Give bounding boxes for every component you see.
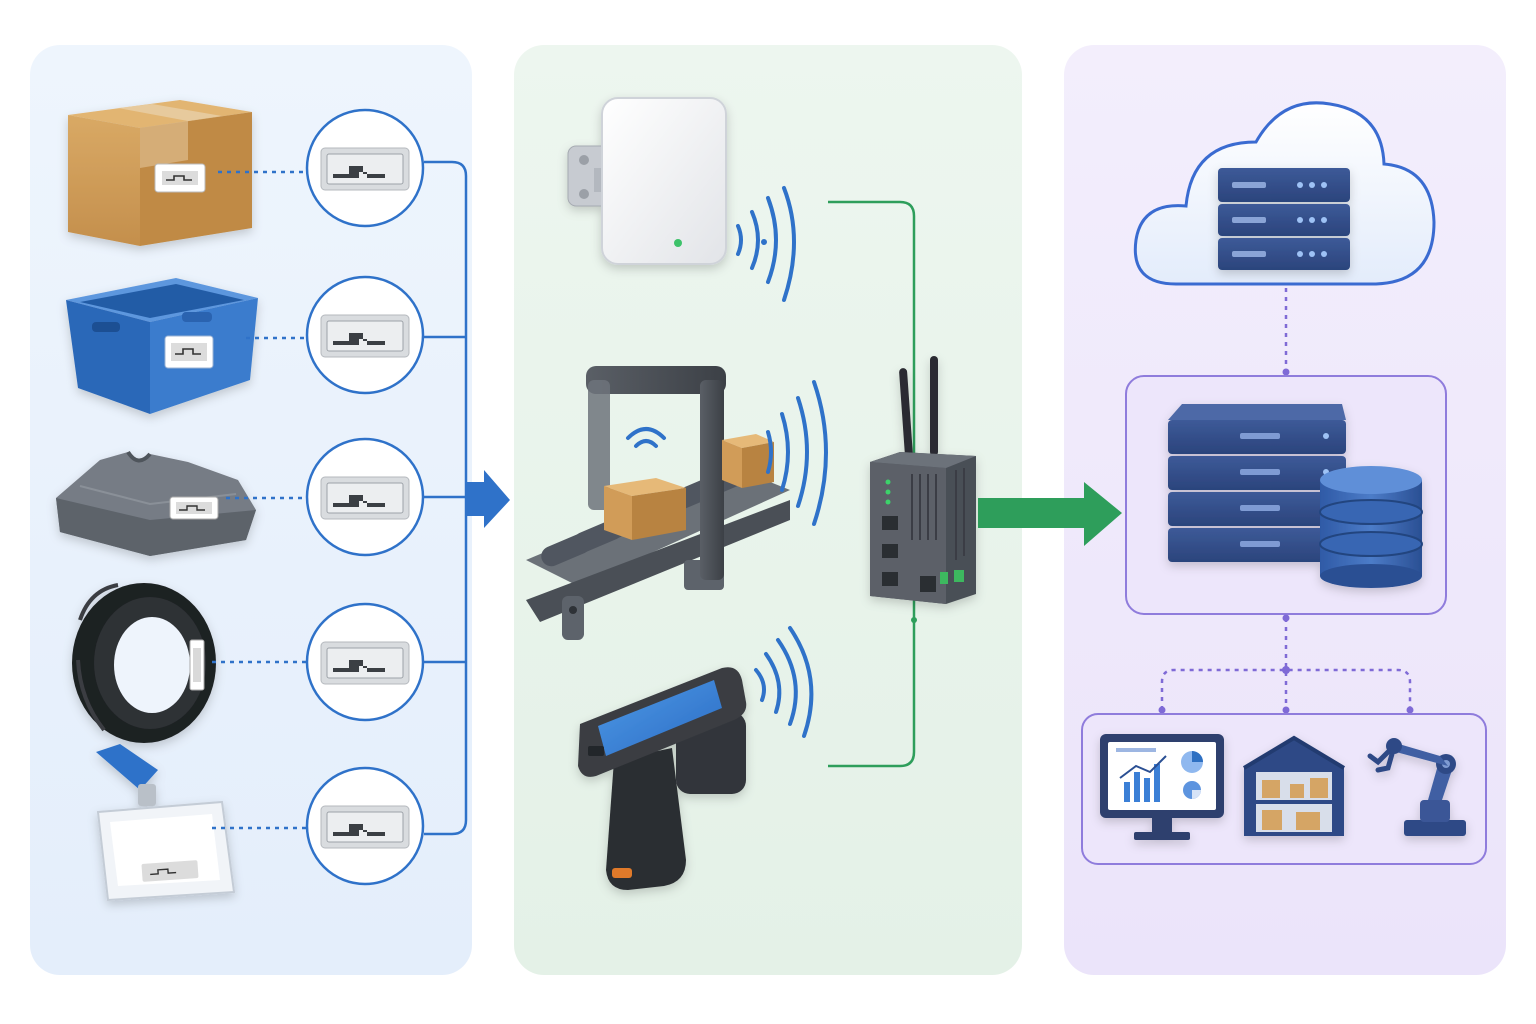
analytics-dashboard-icon [1100,734,1224,840]
cloud-server-icon [1133,101,1436,286]
rfid-inlay-icon [305,437,425,557]
reader-gateway-links [828,200,917,768]
plastic-crate-icon [66,278,258,414]
link-node [1282,368,1290,376]
link-node [1282,614,1290,622]
rfid-inlay-icon [305,108,425,228]
warehouse-icon [1242,735,1346,836]
folded-shirt-icon [56,450,256,556]
gateway-to-backend-arrow [978,482,1122,546]
cardboard-box-icon [604,478,686,540]
robot-arm-icon [1367,738,1466,836]
tire-icon [72,583,216,743]
edge-gateway-icon [870,356,976,604]
fixed-antenna-reader-icon [567,97,727,265]
cardboard-box-icon [68,100,252,246]
cardboard-box-icon [722,434,774,488]
link-node [1158,706,1166,714]
link-node [1406,706,1414,714]
rfid-inlay-icon [305,766,425,886]
id-badge-icon [96,744,236,902]
rfid-inlay-icon [305,275,425,395]
tag-closeups [305,108,425,886]
handheld-signal-waves [754,626,814,738]
link-node [1282,706,1290,714]
server-database-icon [1168,404,1423,588]
portal-signal-waves [766,380,828,526]
handheld-reader-icon [578,667,747,890]
antenna-signal-waves [736,186,796,302]
server-apps-links [1160,618,1412,710]
conveyor-portal-reader-icon [526,366,790,640]
item-tag-links [212,170,306,830]
rfid-inlay-icon [305,602,425,722]
link-node [1282,666,1290,674]
tags-to-readers-arrow [466,470,510,528]
